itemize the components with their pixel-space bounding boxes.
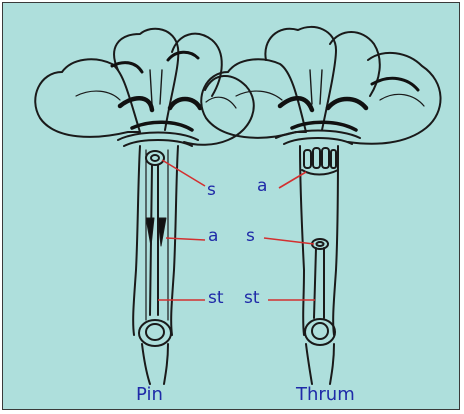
pin-corolla-tube [133,146,140,335]
pin-anthers-label: a [208,228,218,245]
pin-petal-left [35,59,140,137]
thrum-petal-right [348,53,441,144]
thrum-flower [201,27,440,384]
thrum-style-label: st [244,290,260,307]
thrum-anthers [302,148,338,175]
pin-style-label: st [208,290,224,307]
pin-caption: Pin [136,386,163,404]
pin-petal-top-right [172,34,222,96]
thrum-style [314,248,316,318]
thrum-anthers-label: a [257,178,267,195]
pin-stigma [146,151,164,165]
thrum-stigma-leader [264,238,314,244]
pin-anthers-leader [166,238,205,240]
thrum-anthers-leader [279,172,306,188]
pin-flower [35,29,254,384]
pin-petal-right [184,76,254,145]
thrum-petal-top-right [330,32,380,96]
pin-anthers [146,218,166,246]
thrum-caption: Thrum [296,386,355,404]
thrum-stigma-label: s [246,228,255,245]
pin-stigma-label: s [207,182,216,199]
thrum-stigma [312,239,328,249]
